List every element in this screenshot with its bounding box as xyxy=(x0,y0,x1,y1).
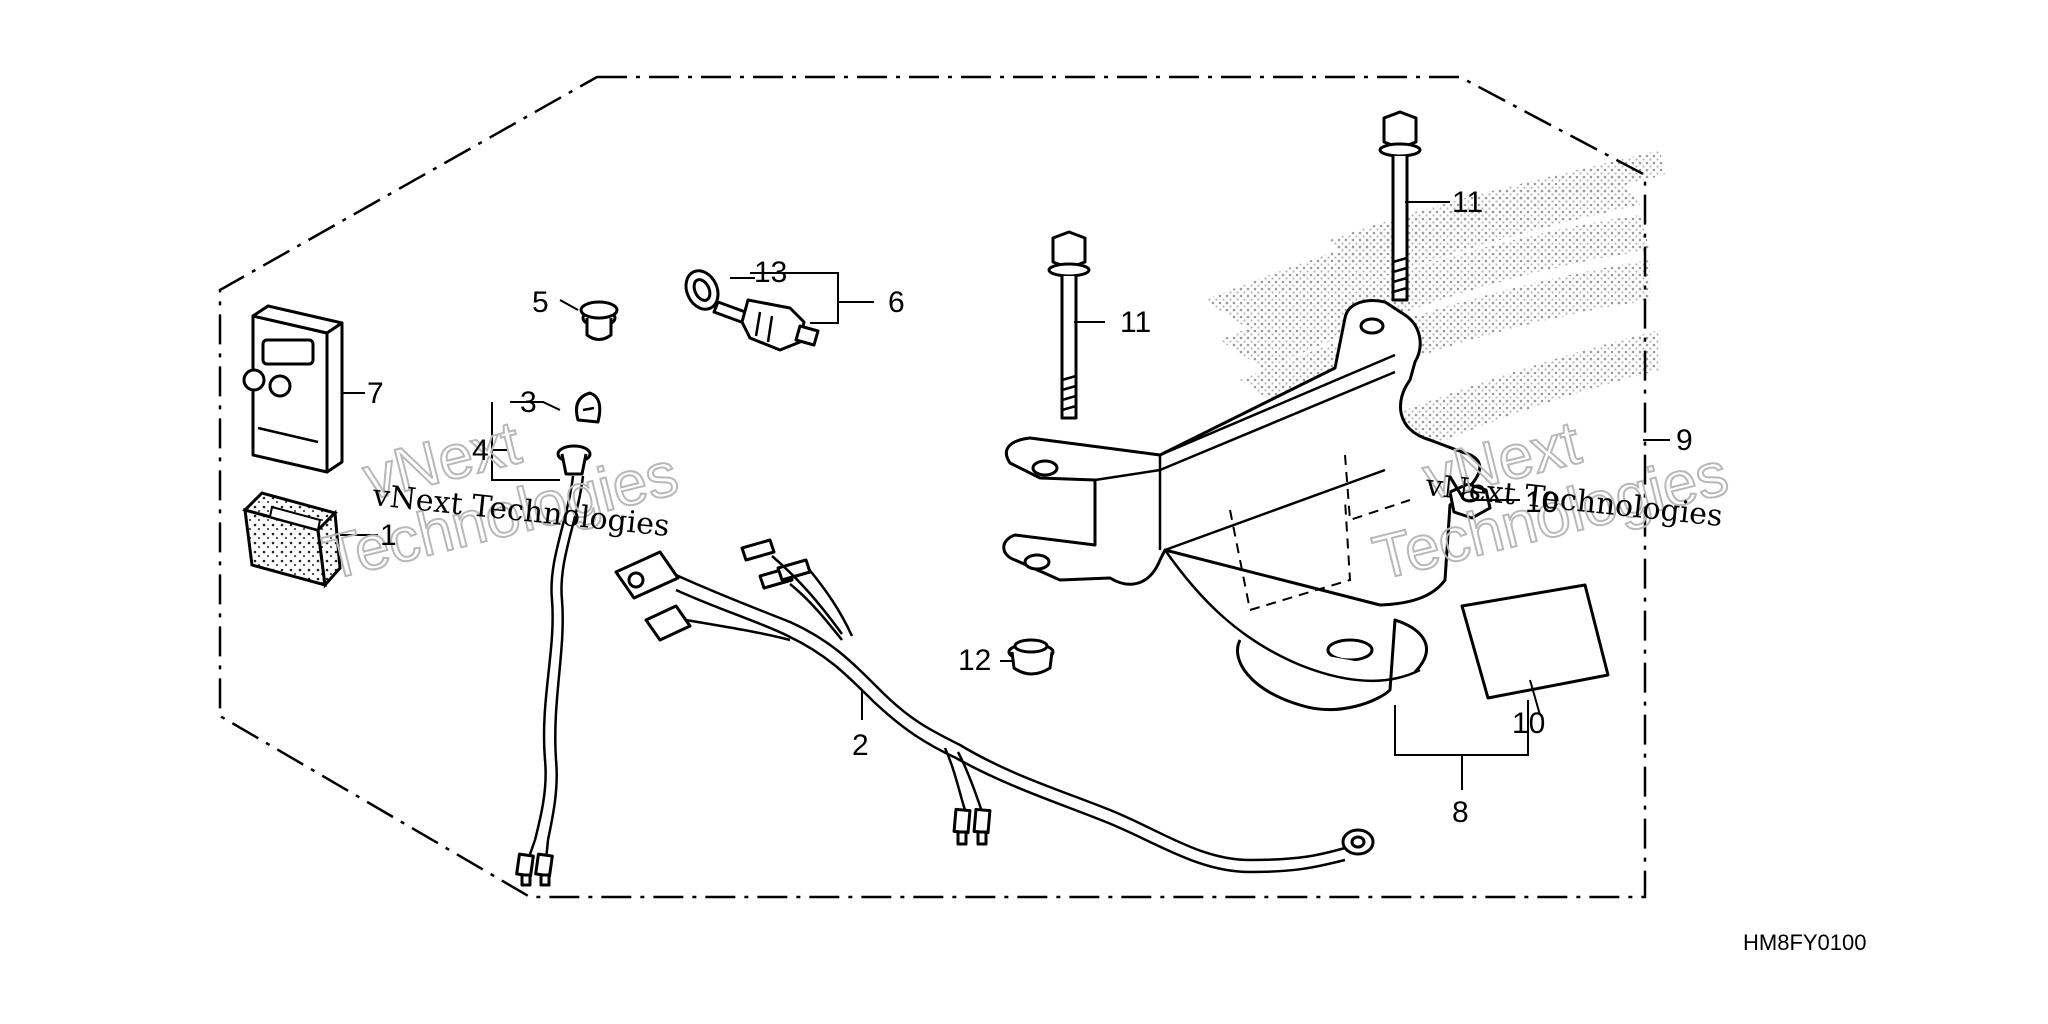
callout-7: 7 xyxy=(367,377,384,410)
part-3-bulb xyxy=(575,391,602,424)
callout-10-nut: 10 xyxy=(1525,486,1558,519)
part-7-module xyxy=(242,304,344,474)
callout-11-left: 11 xyxy=(1120,306,1151,339)
callout-4: 4 xyxy=(472,434,489,467)
callout-12: 12 xyxy=(958,644,991,677)
part-11-bolt-right xyxy=(1378,110,1422,302)
callout-1: 1 xyxy=(380,519,397,552)
diagram-code: HM8FY0100 xyxy=(1743,930,1867,955)
part-13-washer xyxy=(684,269,720,311)
callout-8: 8 xyxy=(1452,796,1469,829)
callout-6: 6 xyxy=(888,286,905,319)
callout-11-right: 11 xyxy=(1452,186,1483,219)
callout-9: 9 xyxy=(1676,424,1693,457)
part-1-rubber-cover xyxy=(242,491,342,589)
callout-2: 2 xyxy=(852,729,869,762)
part-11-bolt-left xyxy=(1047,230,1091,420)
callout-3: 3 xyxy=(520,386,537,419)
part-10-label xyxy=(1460,583,1610,700)
part-12-flange-nut xyxy=(1007,638,1055,676)
callout-5: 5 xyxy=(532,286,549,319)
part-9-bracket xyxy=(1002,299,1482,712)
leader-lines xyxy=(340,201,1670,790)
callout-10-label: 10 xyxy=(1512,707,1545,740)
part-2-wire-harness xyxy=(515,475,1375,887)
part-4-socket xyxy=(556,444,592,476)
part-6-sensor-switch xyxy=(712,298,820,352)
kit-boundary xyxy=(218,75,1647,899)
part-5-plug xyxy=(579,300,619,341)
callouts: 1 2 3 4 5 6 7 8 9 10 10 11 11 12 13 xyxy=(367,186,1693,829)
wing-logo-watermark xyxy=(1205,150,1665,455)
callout-13: 13 xyxy=(754,256,787,289)
